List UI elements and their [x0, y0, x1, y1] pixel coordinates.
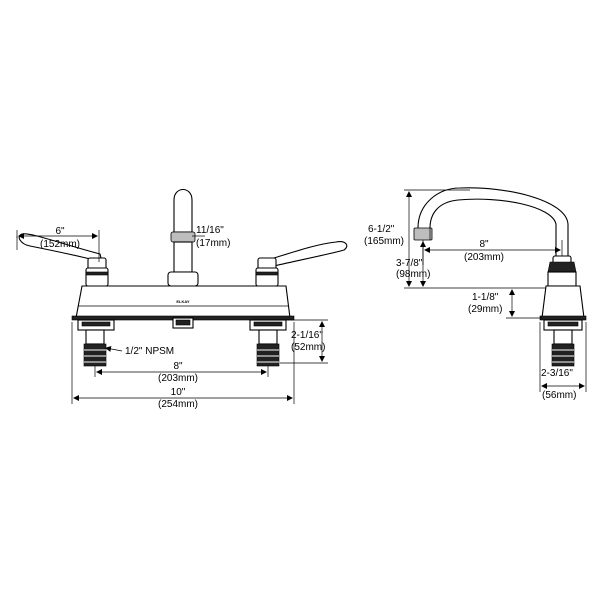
shank-length-imperial: 2-1/16" [291, 330, 323, 341]
thread-callout: 1/2" NPSM [105, 345, 174, 357]
dim-center-spacing: 8" (203mm) [94, 361, 269, 384]
base-depth-metric: (56mm) [542, 390, 576, 401]
side-shank [543, 319, 583, 367]
dim-base-depth: 2-3/16" (56mm) [539, 322, 587, 401]
center-spacing-imperial: 8" [173, 361, 183, 372]
faucet-body: ELKAY [71, 285, 295, 321]
dim-shank-length: 2-1/16" (52mm) [280, 319, 328, 364]
side-view: 6-1/2" (165mm) 8" (203mm) 3-7/8" (98mm) … [364, 187, 587, 401]
dim-outlet-height: 3-7/8" (98mm) [396, 241, 430, 287]
dim-riser-diameter: 11/16" (17mm) [192, 225, 230, 249]
right-handle [255, 241, 348, 287]
body-height-imperial: 1-1/8" [472, 292, 499, 303]
spout-height-metric: (165mm) [364, 236, 404, 247]
base-depth-imperial: 2-3/16" [541, 368, 573, 379]
riser-diameter-imperial: 11/16" [196, 225, 224, 236]
spout-riser [167, 188, 199, 287]
outlet-height-metric: (98mm) [396, 269, 430, 280]
dim-handle-reach: 6" (152mm) [16, 226, 100, 262]
spout-reach-metric: (203mm) [464, 252, 504, 263]
shank-length-metric: (52mm) [291, 342, 325, 353]
brand-mark: ELKAY [176, 299, 190, 304]
center-spacing-metric: (203mm) [158, 373, 198, 384]
center-connection [172, 317, 194, 329]
swing-spout [413, 187, 569, 259]
body-height-metric: (29mm) [468, 304, 502, 315]
left-shank [77, 319, 115, 367]
side-valve-body [539, 255, 587, 321]
handle-reach-metric: (152mm) [40, 239, 80, 250]
right-shank [249, 319, 287, 367]
overall-width-imperial: 10" [171, 387, 186, 398]
spout-height-imperial: 6-1/2" [368, 224, 395, 235]
handle-reach-imperial: 6" [55, 226, 65, 237]
thread-label: 1/2" NPSM [125, 346, 174, 357]
dim-overall-width: 10" (254mm) [71, 322, 295, 410]
outlet-height-imperial: 3-7/8" [396, 258, 423, 269]
riser-diameter-metric: (17mm) [196, 238, 230, 249]
overall-width-metric: (254mm) [158, 399, 198, 410]
spout-reach-imperial: 8" [479, 239, 489, 250]
front-view: ELKAY [16, 188, 348, 410]
dim-body-height: 1-1/8" (29mm) [468, 289, 542, 319]
left-handle [18, 233, 109, 287]
dim-spout-height: 6-1/2" (165mm) [364, 189, 546, 289]
dim-spout-reach: 8" (203mm) [422, 239, 563, 265]
